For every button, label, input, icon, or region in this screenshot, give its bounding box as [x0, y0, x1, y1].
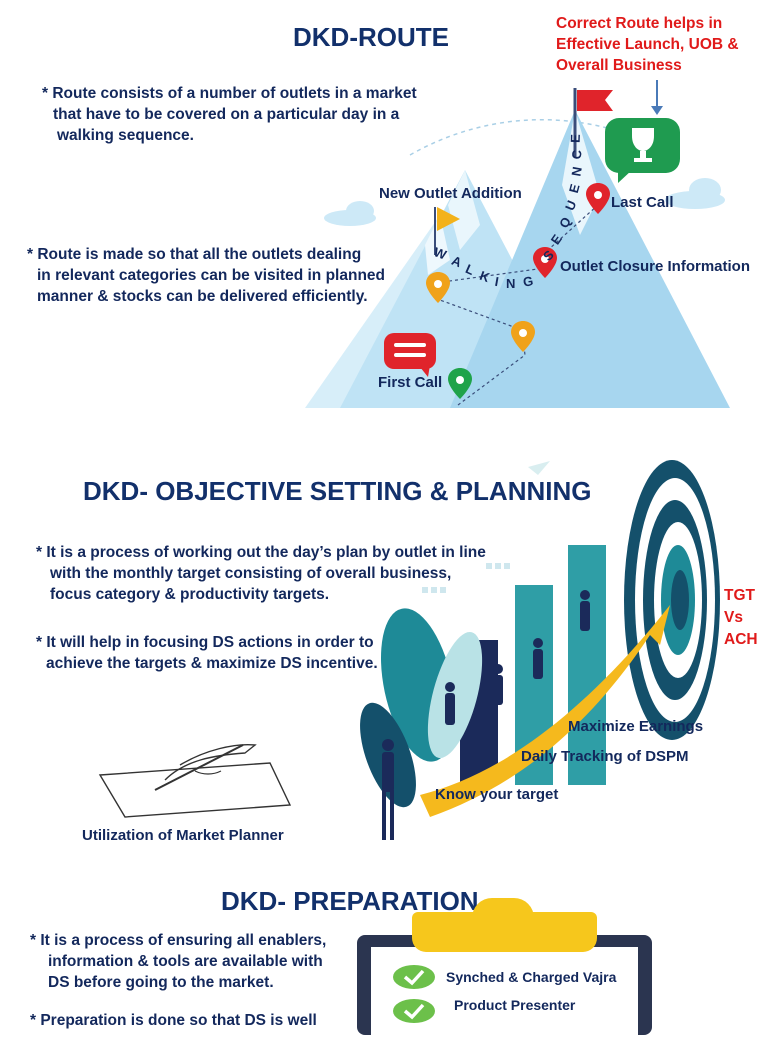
label-maximize-earnings: Maximize Earnings: [568, 718, 704, 735]
route-p1-line3: walking sequence.: [57, 127, 194, 144]
preparation-p2-line1: * Preparation is done so that DS is well: [30, 1012, 317, 1029]
preparation-p1-line2: information & tools are available with: [48, 953, 323, 970]
objective-paragraph-2: * It will help in focusing DS actions in…: [36, 632, 396, 674]
route-paragraph-2: * Route is made so that all the outlets …: [27, 244, 387, 307]
cloud-icon: [324, 201, 376, 226]
objective-p2-line2: achieve the targets & maximize DS incent…: [46, 655, 378, 672]
checklist-item-1-label: Synched & Charged Vajra: [446, 969, 617, 985]
route-paragraph-1: * Route consists of a number of outlets …: [42, 83, 422, 146]
location-pin-icon: [426, 272, 450, 303]
checklist-item-1: Synched & Charged Vajra: [392, 964, 616, 990]
route-callout-line2: Effective Launch, UOB &: [556, 36, 739, 53]
objective-p1-line1: * It is a process of working out the day…: [36, 544, 486, 561]
location-pin-icon: [533, 247, 557, 278]
arrow-down-icon: [651, 106, 663, 115]
mountain-illustration: [305, 80, 730, 408]
location-pin-icon: [586, 183, 610, 214]
tgt-line3: ACH: [724, 631, 758, 648]
label-last-call: Last Call: [611, 194, 674, 211]
label-market-planner: Utilization of Market Planner: [82, 827, 284, 844]
objective-paragraph-1: * It is a process of working out the day…: [36, 542, 496, 605]
target-icon: [624, 460, 720, 740]
route-p1-line2: that have to be covered on a particular …: [53, 106, 400, 123]
route-callout-line3: Overall Business: [556, 57, 682, 74]
growth-bar: [568, 545, 606, 785]
checklist-item-2: Product Presenter: [392, 997, 576, 1024]
preparation-paragraph-2: * Preparation is done so that DS is well: [30, 1010, 350, 1031]
label-new-outlet-addition: New Outlet Addition: [379, 185, 522, 202]
preparation-p1-line3: DS before going to the market.: [48, 974, 274, 991]
route-p2-line3: manner & stocks can be delivered efficie…: [37, 288, 368, 305]
preparation-title: DKD- PREPARATION: [221, 886, 479, 916]
paper-plane-icon: [528, 461, 550, 475]
chat-bubble-icon: [384, 333, 436, 377]
growth-arrow: [420, 605, 670, 817]
clipboard-clip-top: [472, 898, 534, 926]
flag-icon: [577, 90, 613, 111]
objective-p2-line1: * It will help in focusing DS actions in…: [36, 634, 374, 651]
hand-writing-sketch: [98, 743, 292, 818]
cloud-icon: [665, 178, 725, 209]
location-pin-icon: [511, 321, 535, 352]
preparation-paragraph-1: * It is a process of ensuring all enable…: [30, 930, 350, 993]
preparation-p1-line1: * It is a process of ensuring all enable…: [30, 932, 327, 949]
label-outlet-closure: Outlet Closure Information: [560, 258, 751, 275]
route-callout: Correct Route helps in Effective Launch,…: [556, 13, 739, 76]
check-icon: [393, 965, 435, 989]
leaf-decoration: [427, 631, 483, 759]
route-p2-line1: * Route is made so that all the outlets …: [27, 246, 362, 263]
route-p2-line2: in relevant categories can be visited in…: [37, 267, 386, 284]
tgt-vs-ach: TGT Vs ACH: [724, 585, 758, 651]
route-callout-line1: Correct Route helps in: [556, 15, 723, 32]
tgt-line2: Vs: [724, 609, 743, 626]
objective-title: DKD- OBJECTIVE SETTING & PLANNING: [83, 476, 592, 506]
flag-icon: [437, 207, 460, 231]
route-p1-line1: * Route consists of a number of outlets …: [42, 85, 417, 102]
tgt-line1: TGT: [724, 587, 755, 604]
objective-p1-line2: with the monthly target consisting of ov…: [50, 565, 452, 582]
growth-target-illustration: [360, 460, 720, 840]
route-title: DKD-ROUTE: [293, 22, 449, 52]
checklist-item-2-label: Product Presenter: [454, 997, 576, 1013]
label-first-call: First Call: [378, 374, 443, 391]
location-pin-icon: [448, 368, 472, 399]
objective-p1-line3: focus category & productivity targets.: [50, 586, 330, 603]
label-know-target: Know your target: [435, 786, 559, 803]
check-icon: [393, 999, 435, 1023]
label-daily-tracking: Daily Tracking of DSPM: [521, 748, 689, 765]
trophy-icon: [605, 118, 680, 183]
